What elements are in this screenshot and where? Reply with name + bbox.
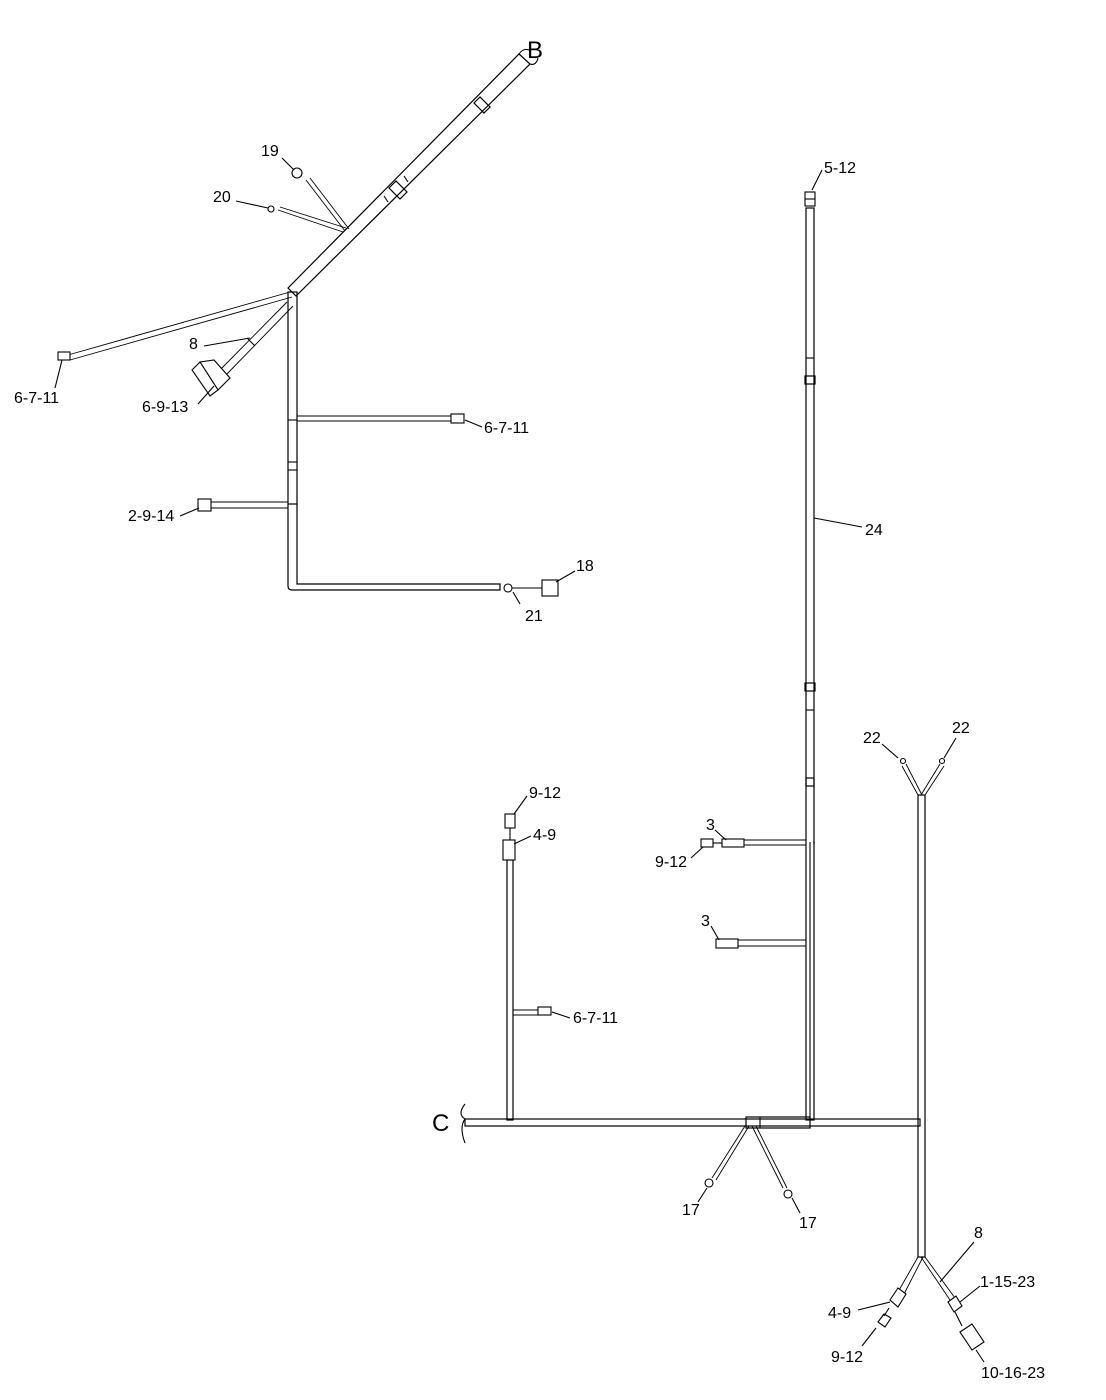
branch-18 [287, 504, 501, 591]
harness-c [460, 191, 985, 1351]
sleeve-junction [745, 1116, 811, 1129]
callout-3: 3 [706, 817, 715, 834]
break-label-c: C [432, 1110, 449, 1137]
harness-b [57, 48, 559, 597]
callout-6-7-11: 6-7-11 [484, 420, 529, 437]
clip-8 [246, 337, 256, 347]
callout-17: 17 [682, 1202, 700, 1219]
branch-17-left [711, 1125, 746, 1179]
callout-24: 24 [865, 522, 883, 539]
branch-20 [277, 209, 344, 233]
branch-1-15-23 [924, 1256, 956, 1299]
branch-17-left [715, 1125, 750, 1181]
connector-1-15-23 [947, 1295, 963, 1313]
vertical-trunk-b [287, 291, 298, 505]
branch-22-left [901, 765, 919, 796]
connector-9-12-mid [700, 838, 714, 848]
callout-20: 20 [213, 189, 231, 206]
callout-8: 8 [189, 336, 198, 353]
callout-17: 17 [799, 1215, 817, 1232]
clip-band [388, 180, 408, 200]
break-mark-b [518, 48, 539, 65]
branch-6-9-13 [223, 305, 294, 378]
vertical-4-9 [506, 859, 514, 1121]
connector-6-7-11-lower [537, 1006, 552, 1016]
branch-22-right [920, 763, 941, 796]
ring-terminal-19 [291, 167, 303, 179]
callout-3: 3 [701, 913, 710, 930]
connector-4-9-top [502, 839, 516, 861]
callout-4-9: 4-9 [828, 1305, 851, 1322]
branch-4-9-lower [897, 1256, 919, 1293]
callout-22: 22 [952, 720, 970, 737]
branch-6-7-11-left [69, 296, 293, 361]
branch-4-9-lower [902, 1256, 924, 1297]
branch-1-15-23 [920, 1256, 951, 1301]
callout-2-9-14: 2-9-14 [128, 508, 174, 525]
callout-21: 21 [525, 608, 543, 625]
ring-terminal-20 [267, 205, 275, 213]
break-label-b: B [527, 37, 543, 64]
branch-6-9-13 [217, 301, 288, 373]
callout-9-12: 9-12 [655, 854, 687, 871]
callout-1-15-23: 1-15-23 [980, 1274, 1035, 1291]
ring-terminal-17-right [783, 1189, 793, 1199]
callout-6-7-11: 6-7-11 [573, 1010, 618, 1027]
connector-10-16-23 [959, 1323, 985, 1351]
branch-20 [279, 206, 347, 229]
connector-9-12-lower [877, 1313, 892, 1328]
connector-6-7-11-right [450, 413, 465, 424]
branch-17-right [755, 1125, 788, 1189]
connector-6-9-13-body [191, 361, 219, 397]
connector-4-9-lower [889, 1287, 907, 1308]
leader-lines [54, 157, 985, 1363]
callout-18: 18 [576, 558, 594, 575]
branch-22-right [924, 765, 945, 796]
clip [804, 375, 816, 385]
clip [804, 682, 816, 692]
clip [805, 777, 815, 787]
connector-3-lower [715, 938, 739, 949]
connector-2-9-14 [197, 498, 212, 512]
branch-6-7-11-left [67, 291, 291, 356]
branch-19 [305, 179, 346, 232]
callout-6-7-11: 6-7-11 [14, 390, 59, 407]
ring-terminal-17-left [704, 1178, 714, 1188]
vertical-22 [917, 794, 926, 1258]
callout-22: 22 [863, 730, 881, 747]
clip-mark [383, 195, 389, 203]
callout-19: 19 [261, 143, 279, 160]
callout-8: 8 [974, 1225, 983, 1242]
sleeve-band [473, 96, 491, 114]
trunk-b [287, 53, 531, 297]
connector-6-7-11-left [57, 351, 71, 361]
connector-9-12-top [504, 813, 516, 829]
callout-5-12: 5-12 [824, 160, 856, 177]
connector-18 [541, 579, 559, 597]
branch-17-right [751, 1125, 784, 1189]
ring-terminal-21 [503, 583, 513, 593]
callout-10-16-23: 10-16-23 [981, 1365, 1045, 1382]
clip-mark [403, 175, 409, 183]
callout-9-12: 9-12 [529, 785, 561, 802]
trunk-c [464, 1118, 921, 1127]
connector-3-upper [721, 838, 745, 848]
break-mark-c [460, 1103, 466, 1144]
branch-22-left [905, 763, 923, 796]
callout-9-12: 9-12 [831, 1349, 863, 1366]
callout-6-9-13: 6-9-13 [142, 399, 188, 416]
callout-4-9: 4-9 [533, 827, 556, 844]
branch-19 [309, 177, 350, 230]
